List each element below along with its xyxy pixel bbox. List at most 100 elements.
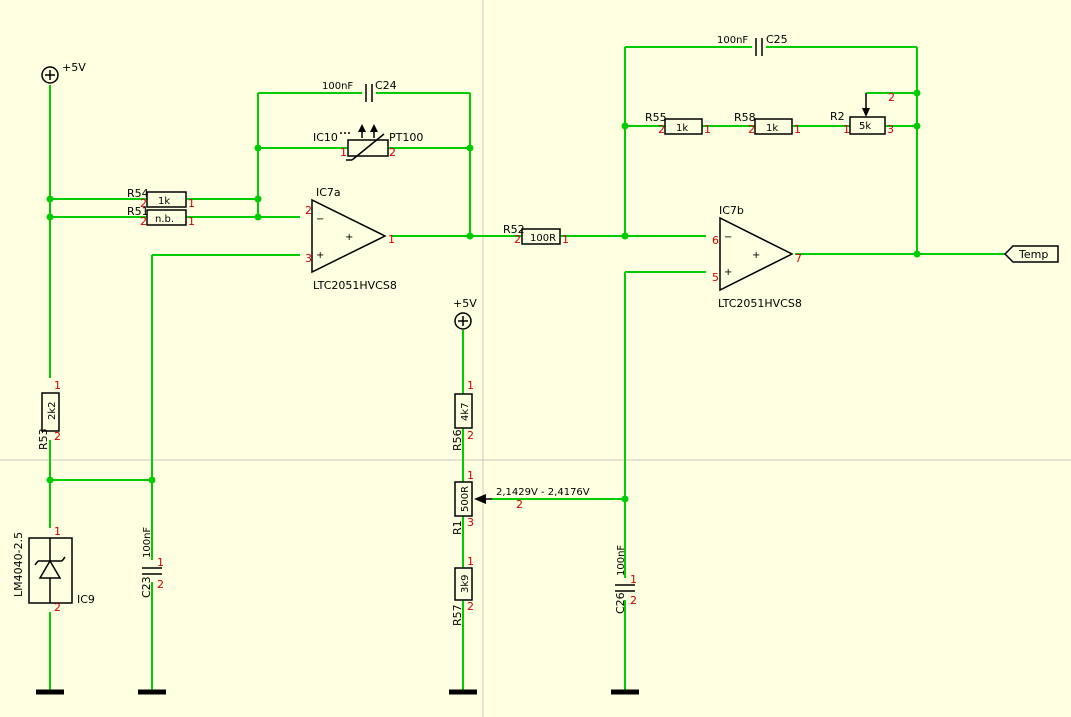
opamp-ref: IC7a — [316, 186, 341, 199]
svg-text:2: 2 — [514, 233, 521, 246]
component-ref: IC9 — [77, 593, 95, 606]
wires — [49, 46, 1005, 690]
opamp-part: LTC2051HVCS8 — [313, 279, 397, 292]
capacitor-c23[interactable]: 100nF C23 1 2 — [140, 527, 164, 598]
svg-text:2: 2 — [140, 215, 147, 228]
potentiometer-r2[interactable]: 5k R2 2 1 3 — [830, 91, 895, 136]
pin-number: 1 — [388, 233, 395, 246]
pin-number: 6 — [712, 234, 719, 247]
svg-text:3: 3 — [887, 123, 894, 136]
component-value: 100nF — [322, 81, 353, 92]
svg-text:1: 1 — [794, 123, 801, 136]
svg-text:1: 1 — [54, 379, 61, 392]
opamp-part: LTC2051HVCS8 — [718, 297, 802, 310]
voltage-reference-ic9[interactable]: LM4040-2.5 IC9 1 2 — [12, 525, 95, 614]
component-ref: C24 — [375, 79, 397, 92]
svg-text:2: 2 — [54, 430, 61, 443]
svg-text:1: 1 — [188, 197, 195, 210]
component-value: 1k — [766, 123, 778, 134]
component-ref: R55 — [645, 111, 667, 124]
output-label: Temp — [1018, 248, 1048, 261]
resistor-r53[interactable]: 2k2 R53 1 2 — [37, 379, 61, 450]
svg-text:1: 1 — [562, 233, 569, 246]
svg-text:2: 2 — [888, 91, 895, 104]
junctions — [46, 89, 921, 503]
svg-text:2: 2 — [389, 146, 396, 159]
svg-text:−: − — [316, 214, 324, 225]
svg-text:1: 1 — [467, 555, 474, 568]
resistor-r56[interactable]: 4k7 R56 1 2 — [451, 379, 474, 451]
svg-text:2: 2 — [516, 498, 523, 511]
component-ref: R53 — [37, 428, 50, 450]
resistor-r51[interactable]: n.b. R51 2 1 — [127, 205, 195, 228]
component-value: n.b. — [155, 214, 174, 225]
component-ref: R54 — [127, 187, 149, 200]
svg-text:+: + — [724, 267, 732, 278]
supply-symbol-center: +5V — [453, 297, 477, 330]
component-value: 5k — [859, 121, 871, 132]
component-value: 100nF — [616, 545, 627, 576]
capacitor-c25[interactable]: 100nF C25 — [717, 33, 788, 56]
resistor-r57[interactable]: 3k9 R57 1 2 — [451, 555, 474, 626]
svg-text:2: 2 — [658, 123, 665, 136]
svg-text:1: 1 — [843, 123, 850, 136]
component-ref: IC10 — [313, 131, 338, 144]
annotation-r1-range: 2,1429V - 2,4176V — [496, 487, 590, 498]
component-ref: R2 — [830, 110, 845, 123]
svg-text:2: 2 — [748, 123, 755, 136]
capacitor-c24[interactable]: 100nF C24 — [322, 79, 397, 102]
component-ref: R1 — [451, 520, 464, 535]
resistor-r52[interactable]: 100R R52 2 1 — [503, 223, 569, 246]
component-value: 1k — [158, 196, 170, 207]
svg-text:1: 1 — [340, 146, 347, 159]
resistor-r54[interactable]: 1k R54 2 1 — [127, 187, 195, 210]
capacitor-c26[interactable]: 100nF C26 1 2 — [614, 545, 637, 614]
svg-text:1: 1 — [157, 556, 164, 569]
component-ref: R56 — [451, 429, 464, 451]
component-ref: C23 — [140, 576, 153, 598]
pin-number: 2 — [305, 204, 312, 217]
svg-text:2: 2 — [140, 197, 147, 210]
svg-text:−: − — [724, 232, 732, 243]
supply-symbol-left: +5V — [41, 61, 86, 84]
component-ref: R51 — [127, 205, 149, 218]
svg-text:+: + — [345, 232, 353, 243]
svg-text:+: + — [752, 250, 760, 261]
svg-text:3: 3 — [467, 516, 474, 529]
svg-text:1: 1 — [54, 525, 61, 538]
potentiometer-r1[interactable]: 500R R1 1 2 3 2,1429V - 2,4176V — [451, 469, 590, 535]
component-value: 1k — [676, 123, 688, 134]
component-value: 4k7 — [460, 402, 471, 421]
component-value: PT100 — [389, 131, 423, 144]
resistor-r58[interactable]: 1k R58 2 1 — [734, 111, 801, 136]
component-value: LM4040-2.5 — [12, 532, 25, 597]
component-ref: R57 — [451, 604, 464, 626]
component-value: 100R — [530, 233, 556, 244]
svg-text:1: 1 — [630, 573, 637, 586]
svg-text:1: 1 — [467, 469, 474, 482]
supply-label: +5V — [62, 61, 86, 74]
svg-text:1: 1 — [467, 379, 474, 392]
resistor-r55[interactable]: 1k R55 2 1 — [645, 111, 711, 136]
supply-label: +5V — [453, 297, 477, 310]
component-value: 500R — [460, 486, 471, 512]
component-ref: R58 — [734, 111, 756, 124]
pin-number: 3 — [305, 252, 312, 265]
output-port-temp[interactable]: Temp — [1003, 245, 1059, 263]
component-value: 100nF — [142, 527, 153, 558]
svg-text:2: 2 — [467, 429, 474, 442]
svg-text:+: + — [316, 250, 324, 261]
sensor-ic10-pt100[interactable]: IC10 PT100 1 2 — [313, 124, 423, 161]
svg-text:1: 1 — [704, 123, 711, 136]
component-ref: C26 — [614, 592, 627, 614]
component-ref: C25 — [766, 33, 788, 46]
component-value: 3k9 — [460, 574, 471, 593]
svg-text:2: 2 — [54, 601, 61, 614]
pin-number: 5 — [712, 271, 719, 284]
opamp-ic7b[interactable]: + IC7b LTC2051HVCS8 6 5 7 − + — [712, 204, 802, 310]
component-value: 100nF — [717, 35, 748, 46]
component-ref: R52 — [503, 223, 525, 236]
svg-text:2: 2 — [157, 578, 164, 591]
opamp-ic7a[interactable]: + IC7a LTC2051HVCS8 2 3 1 − + — [305, 186, 397, 292]
